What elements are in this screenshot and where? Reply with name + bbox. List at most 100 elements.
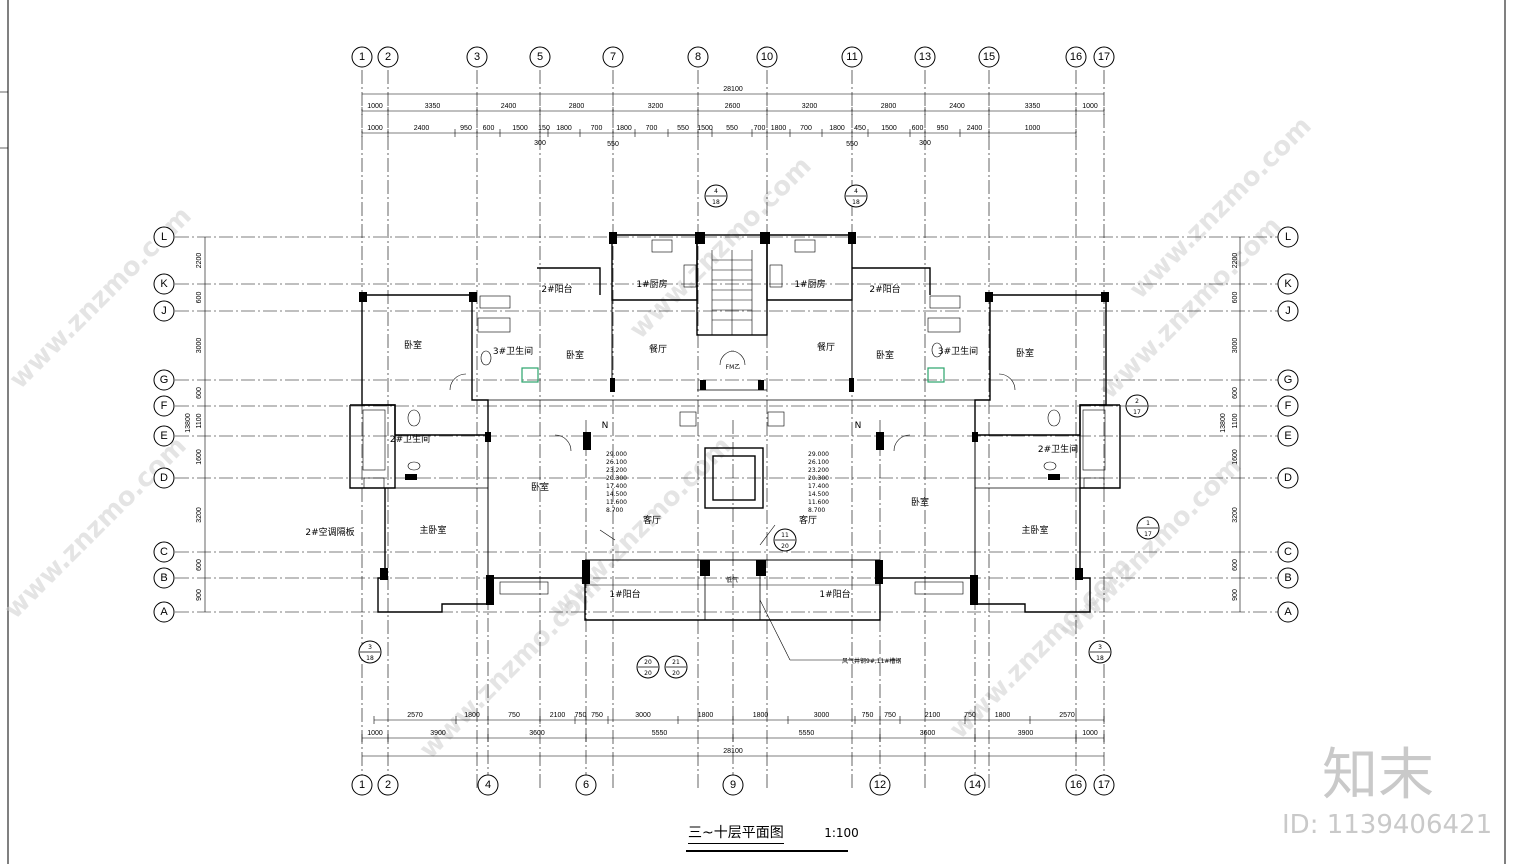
- svg-text:L: L: [1285, 231, 1291, 243]
- dimension-bottom-row1: 750: [964, 712, 976, 719]
- dimension-bottom-row1: 750: [575, 712, 587, 719]
- room-kitchen-left: 1#厨房: [636, 278, 667, 290]
- overall-dimension-bottom: 28100: [723, 748, 743, 755]
- svg-text:6: 6: [583, 779, 589, 791]
- title-underline: [686, 850, 848, 852]
- axis-label-left: J: [153, 300, 175, 322]
- svg-text:3: 3: [1098, 644, 1102, 651]
- room-bedroom-l1: 卧室: [404, 339, 422, 351]
- svg-text:A: A: [1284, 606, 1292, 618]
- dimension-bottom-row1: 1800: [753, 712, 769, 719]
- elevation-value: 14.500: [606, 491, 627, 498]
- svg-text:1: 1: [1146, 520, 1150, 527]
- axis-label-left: G: [153, 369, 175, 391]
- dimension-bottom-row1: 2100: [550, 712, 566, 719]
- label-fm: FM乙: [726, 364, 741, 371]
- room-master-left: 主卧室: [419, 524, 446, 536]
- dimension-top-row1: 1000: [1082, 103, 1098, 110]
- svg-text:20: 20: [644, 670, 652, 677]
- dimension-bottom-row1: 2100: [925, 712, 941, 719]
- dimension-bottom-row2: 5550: [799, 730, 815, 737]
- dimension-bottom-row2: 1000: [1082, 730, 1098, 737]
- detail-callout: 1 17: [1136, 516, 1160, 540]
- vertical-grid-lines: [361, 70, 1105, 790]
- dimension-top-row2: 1500: [881, 125, 897, 132]
- dimension-top-row3: 550: [607, 141, 619, 148]
- drawing-title-text: 三~十层平面图: [688, 825, 784, 844]
- svg-text:E: E: [1284, 430, 1291, 442]
- dimension-bottom-row2: 3600: [529, 730, 545, 737]
- dimension-top-row2: 2400: [967, 125, 983, 132]
- dimension-top-row2: 1800: [556, 125, 572, 132]
- svg-text:K: K: [160, 278, 168, 290]
- svg-text:4: 4: [714, 188, 718, 195]
- dimension-top-row2: 1500: [512, 125, 528, 132]
- svg-text:17: 17: [1144, 531, 1152, 538]
- elevation-value: 17.400: [808, 483, 829, 490]
- room-master-right: 主卧室: [1021, 524, 1048, 536]
- dimension-right-total: 13800: [1220, 413, 1227, 433]
- svg-text:13: 13: [919, 51, 931, 63]
- dimension-top-row1: 3350: [425, 103, 441, 110]
- dimension-right: 600: [1232, 559, 1239, 571]
- svg-text:9: 9: [730, 779, 736, 791]
- dimension-bottom-row2: 5550: [652, 730, 668, 737]
- detail-callout: 3 18: [1088, 640, 1112, 664]
- room-bedroom-r2: 卧室: [1016, 347, 1034, 359]
- svg-text:3: 3: [474, 51, 480, 63]
- dimension-top-row2: 1000: [367, 125, 383, 132]
- axis-label-bottom: 2: [377, 774, 399, 796]
- axis-label-bottom: 9: [722, 774, 744, 796]
- svg-text:C: C: [1284, 546, 1292, 558]
- dimension-bottom-row1: 3000: [814, 712, 830, 719]
- axis-label-right: D: [1277, 467, 1299, 489]
- svg-text:17: 17: [1098, 779, 1110, 791]
- svg-text:A: A: [160, 606, 168, 618]
- dimension-left: 900: [196, 589, 203, 601]
- dimension-top-row2: 2400: [414, 125, 430, 132]
- watermark-text: www.znzmo.com: [1054, 451, 1248, 645]
- axis-label-top: 17: [1093, 46, 1115, 68]
- svg-text:18: 18: [366, 655, 374, 662]
- dimension-left: 2200: [196, 253, 203, 269]
- dimension-bottom-row2: 3900: [430, 730, 446, 737]
- dimension-bottom-row1: 2570: [407, 712, 423, 719]
- axis-label-right: K: [1277, 273, 1299, 295]
- axis-label-top: 8: [687, 46, 709, 68]
- dimension-top-row1: 1000: [367, 103, 383, 110]
- dimension-bottom-row1: 750: [884, 712, 896, 719]
- dimension-top-row2: 950: [460, 125, 472, 132]
- dimension-top-row1: 2400: [501, 103, 517, 110]
- svg-text:1: 1: [359, 51, 365, 63]
- dimension-top-row1: 2800: [569, 103, 585, 110]
- drawing-title: 三~十层平面图 1:100: [688, 822, 859, 844]
- brand-logo: 知末: [1322, 743, 1434, 808]
- svg-text:21: 21: [672, 659, 680, 666]
- elevation-value: 23.200: [606, 467, 627, 474]
- svg-text:20: 20: [781, 543, 789, 550]
- svg-text:2: 2: [385, 779, 391, 791]
- walls: [349, 234, 1121, 621]
- room-bath-right: 3#卫生间: [938, 345, 978, 357]
- dimension-bottom-row2: 1000: [367, 730, 383, 737]
- svg-text:L: L: [161, 231, 167, 243]
- svg-text:18: 18: [1096, 655, 1104, 662]
- dimension-right: 1100: [1232, 413, 1239, 428]
- elevation-value: 26.100: [606, 459, 627, 466]
- detail-callout: 418: [704, 184, 728, 208]
- dimension-right: 900: [1232, 589, 1239, 601]
- axis-label-bottom: 12: [869, 774, 891, 796]
- elevation-value: 29.000: [606, 451, 627, 458]
- dimension-bottom-row2: 3900: [1018, 730, 1034, 737]
- svg-text:15: 15: [983, 51, 995, 63]
- watermark-text: www.znzmo.com: [544, 431, 738, 625]
- dimension-top-row2: 1800: [616, 125, 632, 132]
- dimension-top-row2: 1500: [697, 125, 713, 132]
- dimension-top-row2: 700: [800, 125, 812, 132]
